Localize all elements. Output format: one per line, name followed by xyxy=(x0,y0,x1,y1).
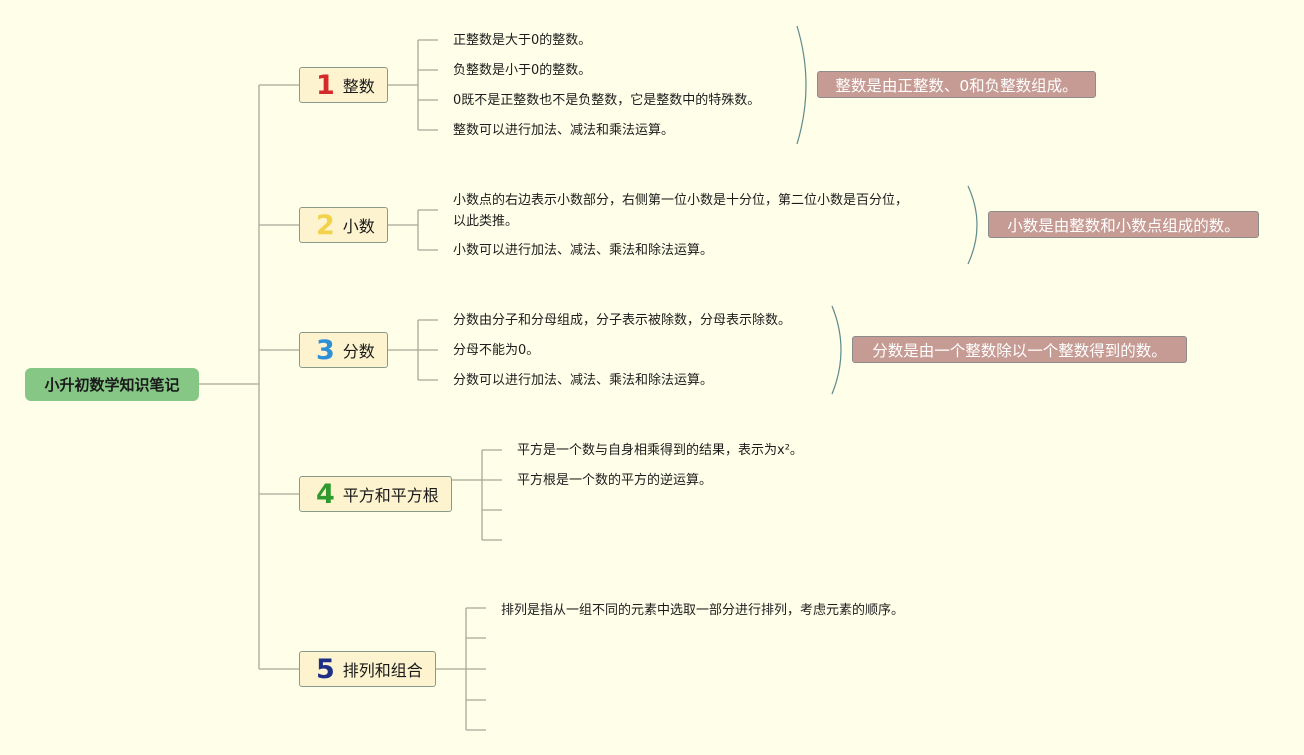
summary-box[interactable]: 分数是由一个整数除以一个整数得到的数。 xyxy=(852,336,1187,363)
summary-brace-2 xyxy=(967,185,978,265)
leaf-item[interactable]: 分数可以进行加法、减法、乘法和除法运算。 xyxy=(453,373,714,388)
leaf-item[interactable]: 以此类推。 xyxy=(453,214,519,229)
topic-permutations[interactable]: 5 排列和组合 xyxy=(299,651,436,687)
summary-box[interactable]: 小数是由整数和小数点组成的数。 xyxy=(988,211,1259,238)
number-5-icon: 5 xyxy=(316,653,335,685)
summary-label: 整数是由正整数、0和负整数组成。 xyxy=(835,76,1078,95)
root-label: 小升初数学知识笔记 xyxy=(44,376,180,394)
topic-fractions[interactable]: 3 分数 xyxy=(299,332,388,368)
topic-decimals[interactable]: 2 小数 xyxy=(299,207,388,243)
topic-integers[interactable]: 1 整数 xyxy=(299,67,388,103)
summary-label: 分数是由一个整数除以一个整数得到的数。 xyxy=(872,341,1167,360)
number-3-icon: 3 xyxy=(316,334,335,366)
summary-box[interactable]: 整数是由正整数、0和负整数组成。 xyxy=(817,71,1096,98)
topic-label: 平方和平方根 xyxy=(342,486,439,505)
leaf-item[interactable]: 整数可以进行加法、减法和乘法运算。 xyxy=(453,123,675,138)
summary-brace-3 xyxy=(831,305,842,395)
topic-label: 分数 xyxy=(342,342,375,361)
leaf-item[interactable]: 排列是指从一组不同的元素中选取一部分进行排列，考虑元素的顺序。 xyxy=(501,603,905,618)
summary-brace-1 xyxy=(796,25,807,145)
leaf-item[interactable]: 0既不是正整数也不是负整数，它是整数中的特殊数。 xyxy=(453,93,761,108)
topic-squares[interactable]: 4 平方和平方根 xyxy=(299,476,452,512)
leaf-item[interactable]: 平方是一个数与自身相乘得到的结果，表示为x²。 xyxy=(517,443,803,458)
leaf-item[interactable]: 负整数是小于0的整数。 xyxy=(453,63,592,78)
topic-label: 排列和组合 xyxy=(342,661,423,680)
leaf-item[interactable]: 分母不能为0。 xyxy=(453,343,540,358)
leaf-item[interactable]: 平方根是一个数的平方的逆运算。 xyxy=(517,473,713,488)
number-1-icon: 1 xyxy=(316,69,335,101)
leaf-item[interactable]: 小数点的右边表示小数部分，右侧第一位小数是十分位，第二位小数是百分位， xyxy=(453,193,909,208)
leaf-item[interactable]: 小数可以进行加法、减法、乘法和除法运算。 xyxy=(453,243,714,258)
number-2-icon: 2 xyxy=(316,209,335,241)
number-4-icon: 4 xyxy=(316,478,335,510)
summary-label: 小数是由整数和小数点组成的数。 xyxy=(1007,216,1240,235)
topic-label: 小数 xyxy=(342,217,375,236)
leaf-item[interactable]: 正整数是大于0的整数。 xyxy=(453,33,592,48)
root-node[interactable]: 小升初数学知识笔记 xyxy=(25,368,199,401)
leaf-item[interactable]: 分数由分子和分母组成，分子表示被除数，分母表示除数。 xyxy=(453,313,792,328)
topic-label: 整数 xyxy=(342,77,375,96)
